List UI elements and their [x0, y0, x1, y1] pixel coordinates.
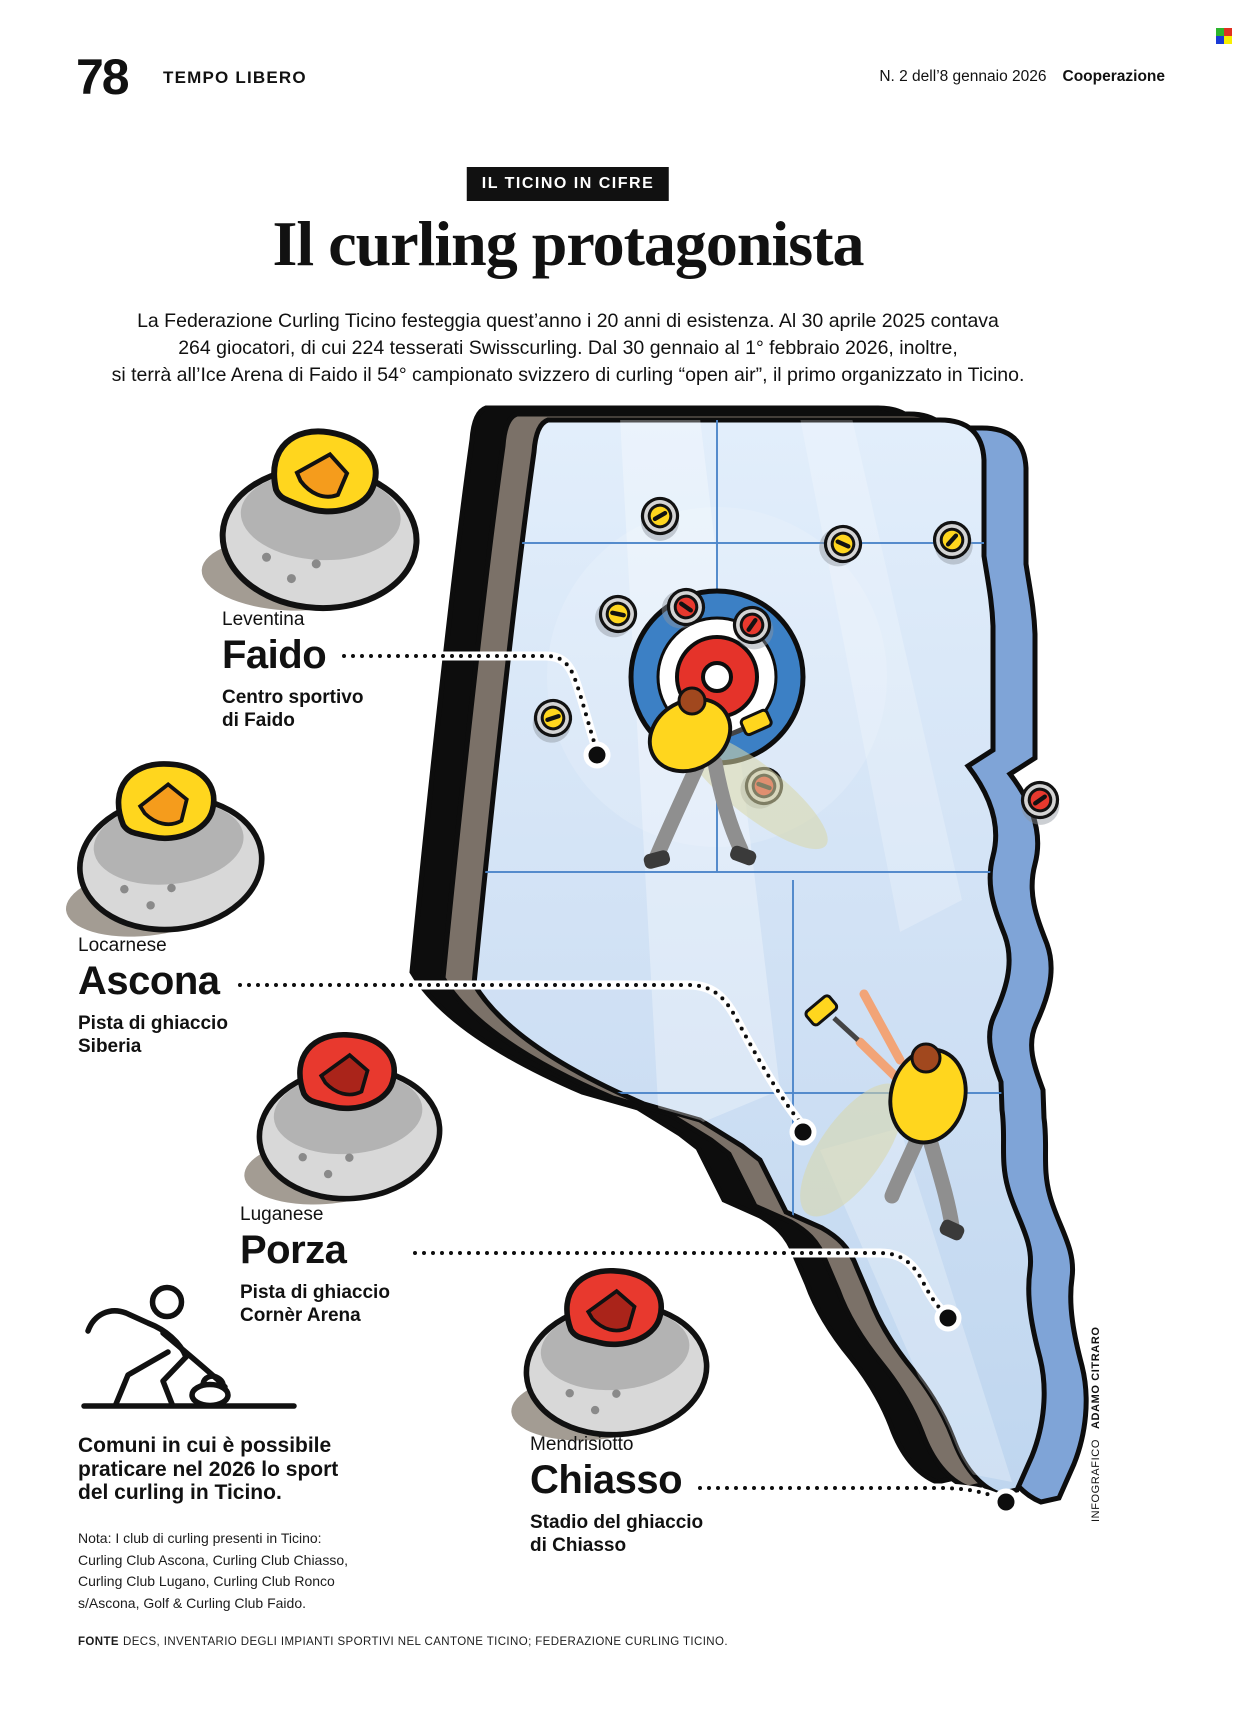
sweeper-figure [643, 686, 828, 869]
map-edge-black [412, 408, 982, 1482]
legend-caption: Comuni in cui è possibile praticare nel … [78, 1434, 339, 1504]
leader-porza [413, 1248, 962, 1332]
intro-line: La Federazione Curling Ticino festeggia … [137, 310, 999, 332]
ticino-map [412, 408, 1086, 1502]
source-text: DECS, INVENTARIO DEGLI IMPIANTI SPORTIVI… [122, 1636, 728, 1648]
issue-line: N. 2 dell’8 gennaio 2026 Cooperazione [879, 68, 1165, 86]
issue-date: N. 2 dell’8 gennaio 2026 [879, 68, 1047, 85]
intro-line: si terrà all’Ice Arena di Faido il 54° c… [111, 364, 1025, 386]
region-name: Mendrisiotto [530, 1434, 634, 1455]
ice-details [474, 420, 1025, 1482]
kicker-badge: IL TICINO IN CIFRE [466, 167, 670, 201]
location-label-porza: Luganese Porza Pista di ghiaccio Cornèr … [240, 1204, 390, 1327]
brand-mark-yellow [1224, 36, 1232, 44]
stone-side-red-porza [244, 1032, 443, 1205]
city-name: Ascona [78, 958, 220, 1003]
venue-name: Pista di ghiaccio Cornèr Arena [240, 1281, 390, 1326]
region-name: Locarnese [78, 935, 167, 956]
stone-top-yellow [819, 524, 863, 567]
location-label-faido: Leventina Faido Centro sportivo di Faido [222, 609, 364, 732]
city-name: Faido [222, 632, 327, 677]
location-label-ascona: Locarnese Ascona Pista di ghiaccio Siber… [78, 935, 228, 1058]
stone-top-yellow [532, 698, 573, 743]
stone-top-red [661, 587, 706, 629]
section-title: TEMPO LIBERO [163, 68, 307, 87]
map-edge-gray [443, 414, 1013, 1488]
page-title: Il curling protagonista [272, 208, 865, 279]
page-number: 78 [76, 49, 130, 105]
stone-top-yellow [595, 594, 638, 638]
source-label: FONTE [78, 1636, 119, 1648]
stone-top-red [740, 766, 784, 809]
stone-top-red [732, 605, 774, 650]
curling-house [628, 588, 806, 766]
stones-top-view [532, 496, 1060, 825]
infographic-credit: INFOGRAFICO ADAMO CITRARO [1090, 1326, 1102, 1522]
stone-top-yellow [640, 496, 680, 541]
city-name: Porza [240, 1227, 347, 1272]
leader-faido [342, 651, 611, 769]
stone-top-red [1020, 780, 1060, 825]
stone-side-yellow-ascona [65, 761, 265, 937]
map-edge-blue [516, 428, 1086, 1502]
leader-ascona [238, 980, 817, 1146]
stone-top-yellow [932, 520, 973, 565]
venue-name: Centro sportivo di Faido [222, 686, 364, 731]
sweeper-figure [800, 989, 968, 1241]
location-label-chiasso: Mendrisiotto Chiasso Stadio del ghiaccio… [530, 1434, 704, 1557]
stone-side-yellow-faido [201, 428, 420, 612]
region-name: Luganese [240, 1204, 324, 1225]
brand-mark-green [1216, 28, 1224, 36]
intro-line: 264 giocatori, di cui 224 tesserati Swis… [178, 337, 958, 359]
venue-name: Pista di ghiaccio Siberia [78, 1012, 228, 1057]
leader-chiasso [698, 1483, 1020, 1516]
brand-mark-icon [1216, 28, 1232, 44]
credit-name: ADAMO CITRARO [1090, 1326, 1102, 1429]
map-ice-surface [474, 420, 1044, 1494]
region-name: Leventina [222, 609, 305, 630]
city-name: Chiasso [530, 1457, 683, 1502]
brand-mark-red [1224, 28, 1232, 36]
brand-name: Cooperazione [1062, 68, 1165, 85]
venue-name: Stadio del ghiaccio di Chiasso [530, 1511, 704, 1556]
brand-mark-blue [1216, 36, 1224, 44]
credit-role: INFOGRAFICO [1090, 1439, 1102, 1522]
stone-side-red-chiasso [511, 1268, 710, 1441]
note-text: Nota: I club di curling presenti in Tici… [78, 1530, 349, 1611]
intro-paragraph: La Federazione Curling Ticino festeggia … [0, 308, 1193, 389]
